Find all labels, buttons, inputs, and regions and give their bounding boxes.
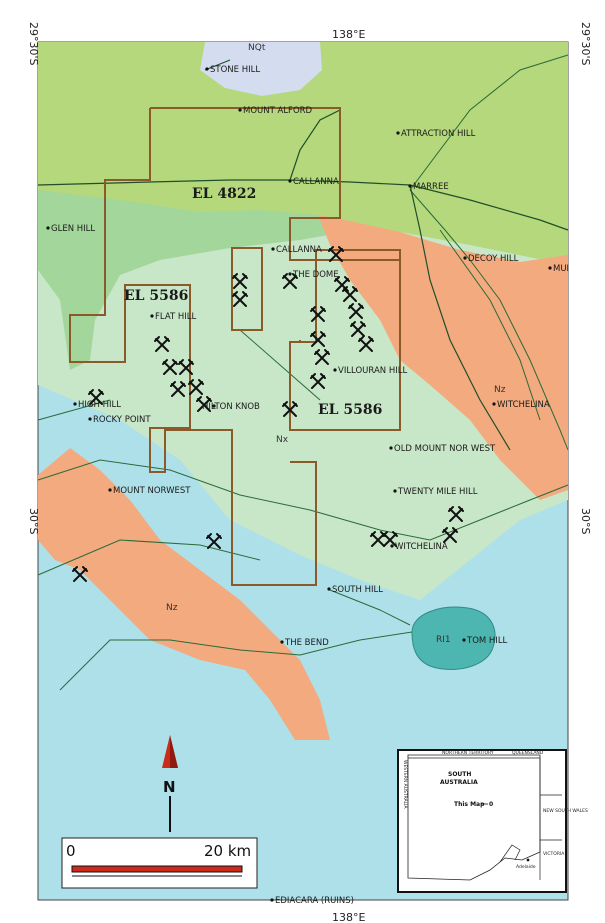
place-witchelina-south: WITCHELINA [395, 542, 448, 552]
place-the-bend: THE BEND [284, 638, 329, 648]
place-old-mount-nor-west: OLD MOUNT NOR WEST [394, 444, 496, 454]
mine-symbol [442, 527, 458, 543]
mine-symbol [310, 306, 326, 322]
mine-symbol [350, 321, 366, 337]
coord-top-right: 29°30'S [579, 22, 592, 66]
geo-nx: Nx [276, 435, 289, 445]
el-5586-west-boundary [69, 108, 317, 586]
roads [37, 59, 569, 451]
place-south-hill: SOUTH HILL [332, 585, 383, 595]
label-el-5586-east: EL 5586 [318, 402, 382, 418]
place-mui: MUI [553, 264, 569, 274]
orange-unit-east [318, 215, 568, 500]
place-villouran-hill: VILLOURAN HILL [338, 366, 407, 376]
el-5586-center-block [231, 247, 263, 331]
mine-symbol [310, 331, 326, 347]
place-mount-alford: MOUNT ALFORD [243, 106, 313, 116]
place-tom-hill: TOM HILL [466, 636, 508, 646]
geo-nq: NQt [248, 43, 266, 53]
place-rocky-point: ROCKY POINT [93, 415, 151, 425]
inset-region-label-2: AUSTRALIA [440, 779, 478, 786]
inset-this-map: This Map [454, 801, 485, 808]
scale-bar: 0 20 km [61, 837, 258, 889]
inset-adelaide-label: Adelaide [516, 864, 536, 870]
mine-symbol [72, 566, 88, 582]
inset-nsw-label: NEW SOUTH WALES [543, 808, 588, 814]
mine-symbol [370, 531, 386, 547]
mine-symbol [448, 506, 464, 522]
mine-symbol [282, 273, 298, 289]
mine-symbol [154, 336, 170, 352]
label-el-5586-west: EL 5586 [124, 288, 188, 304]
north-label: N [163, 778, 176, 796]
place-decoy-hill: DECOY HILL [468, 254, 519, 264]
mine-symbol [196, 396, 212, 412]
mine-symbol [232, 291, 248, 307]
place-glen-hill: GLEN HILL [51, 224, 95, 234]
mine-symbol [358, 336, 374, 352]
place-stone-hill: STONE HILL [210, 65, 260, 75]
place-hilton-knob: HILTON KNOB [202, 402, 260, 412]
mine-symbol [170, 381, 186, 397]
orange-unit-west [38, 448, 330, 740]
mine-symbol [382, 531, 398, 547]
mine-symbol [328, 246, 344, 262]
place-ediacara: EDIACARA (RUINS) [275, 896, 354, 906]
inset-wa-label: WESTERN AUSTRALIA [402, 760, 408, 809]
mine-symbol [334, 276, 350, 292]
inset-marker: 0 [489, 801, 493, 808]
mine-symbol [282, 401, 298, 417]
teal-intrusion [411, 606, 496, 670]
geo-ri: RI1 [436, 635, 451, 645]
geo-nz-west: Nz [166, 603, 178, 613]
place-high-hill: HIGH HILL [78, 400, 121, 410]
mine-symbol [188, 379, 204, 395]
label-el-4822: EL 4822 [192, 186, 256, 202]
coord-mid-right: 30°S [579, 508, 592, 534]
coord-bottom-center: 138°E [332, 911, 365, 923]
place-callanna-north: CALLANNA [293, 177, 339, 187]
coord-top-left: 29°30'S [27, 22, 40, 66]
scale-end: 20 km [204, 842, 251, 860]
mine-symbol [206, 533, 222, 549]
scale-start: 0 [66, 842, 76, 860]
place-marree: MARREE [413, 182, 449, 192]
mine-symbol [178, 359, 194, 375]
mine-symbol [88, 389, 104, 405]
place-flat-hill: FLAT HILL [155, 312, 197, 322]
place-twenty-mile-hill: TWENTY MILE HILL [397, 487, 478, 497]
mine-symbol [342, 286, 358, 302]
salt-lake [200, 42, 322, 96]
mine-symbols [72, 246, 464, 582]
geo-nz-east: Nz [494, 385, 506, 395]
place-callanna-south: CALLANNA [276, 245, 322, 255]
fault-lines [37, 54, 569, 691]
inset-qld-label: QUEENSLAND [512, 750, 544, 756]
place-witchelina-east: WITCHELINA [497, 400, 550, 410]
place-dots [46, 67, 552, 902]
inset-vic-label: VICTORIA [543, 851, 565, 857]
place-the-dome: THE DOME [292, 270, 339, 280]
coord-mid-left: 30°S [27, 508, 40, 534]
north-arrow: N [162, 735, 178, 832]
mine-symbol [232, 273, 248, 289]
place-attraction-hill: ATTRACTION HILL [401, 129, 476, 139]
place-mount-norwest: MOUNT NORWEST [113, 486, 191, 496]
medium-green-band [38, 190, 345, 370]
mine-symbol [310, 373, 326, 389]
mine-symbol [162, 359, 178, 375]
inset-nt-label: NORTHERN TERRITORY [442, 750, 494, 756]
inset-region-label: SOUTH [448, 771, 471, 778]
mine-symbol [348, 303, 364, 319]
coord-top-center: 138°E [332, 28, 365, 41]
mine-symbol [314, 349, 330, 365]
inset-map: NORTHERN TERRITORY QUEENSLAND WESTERN AU… [397, 749, 588, 893]
